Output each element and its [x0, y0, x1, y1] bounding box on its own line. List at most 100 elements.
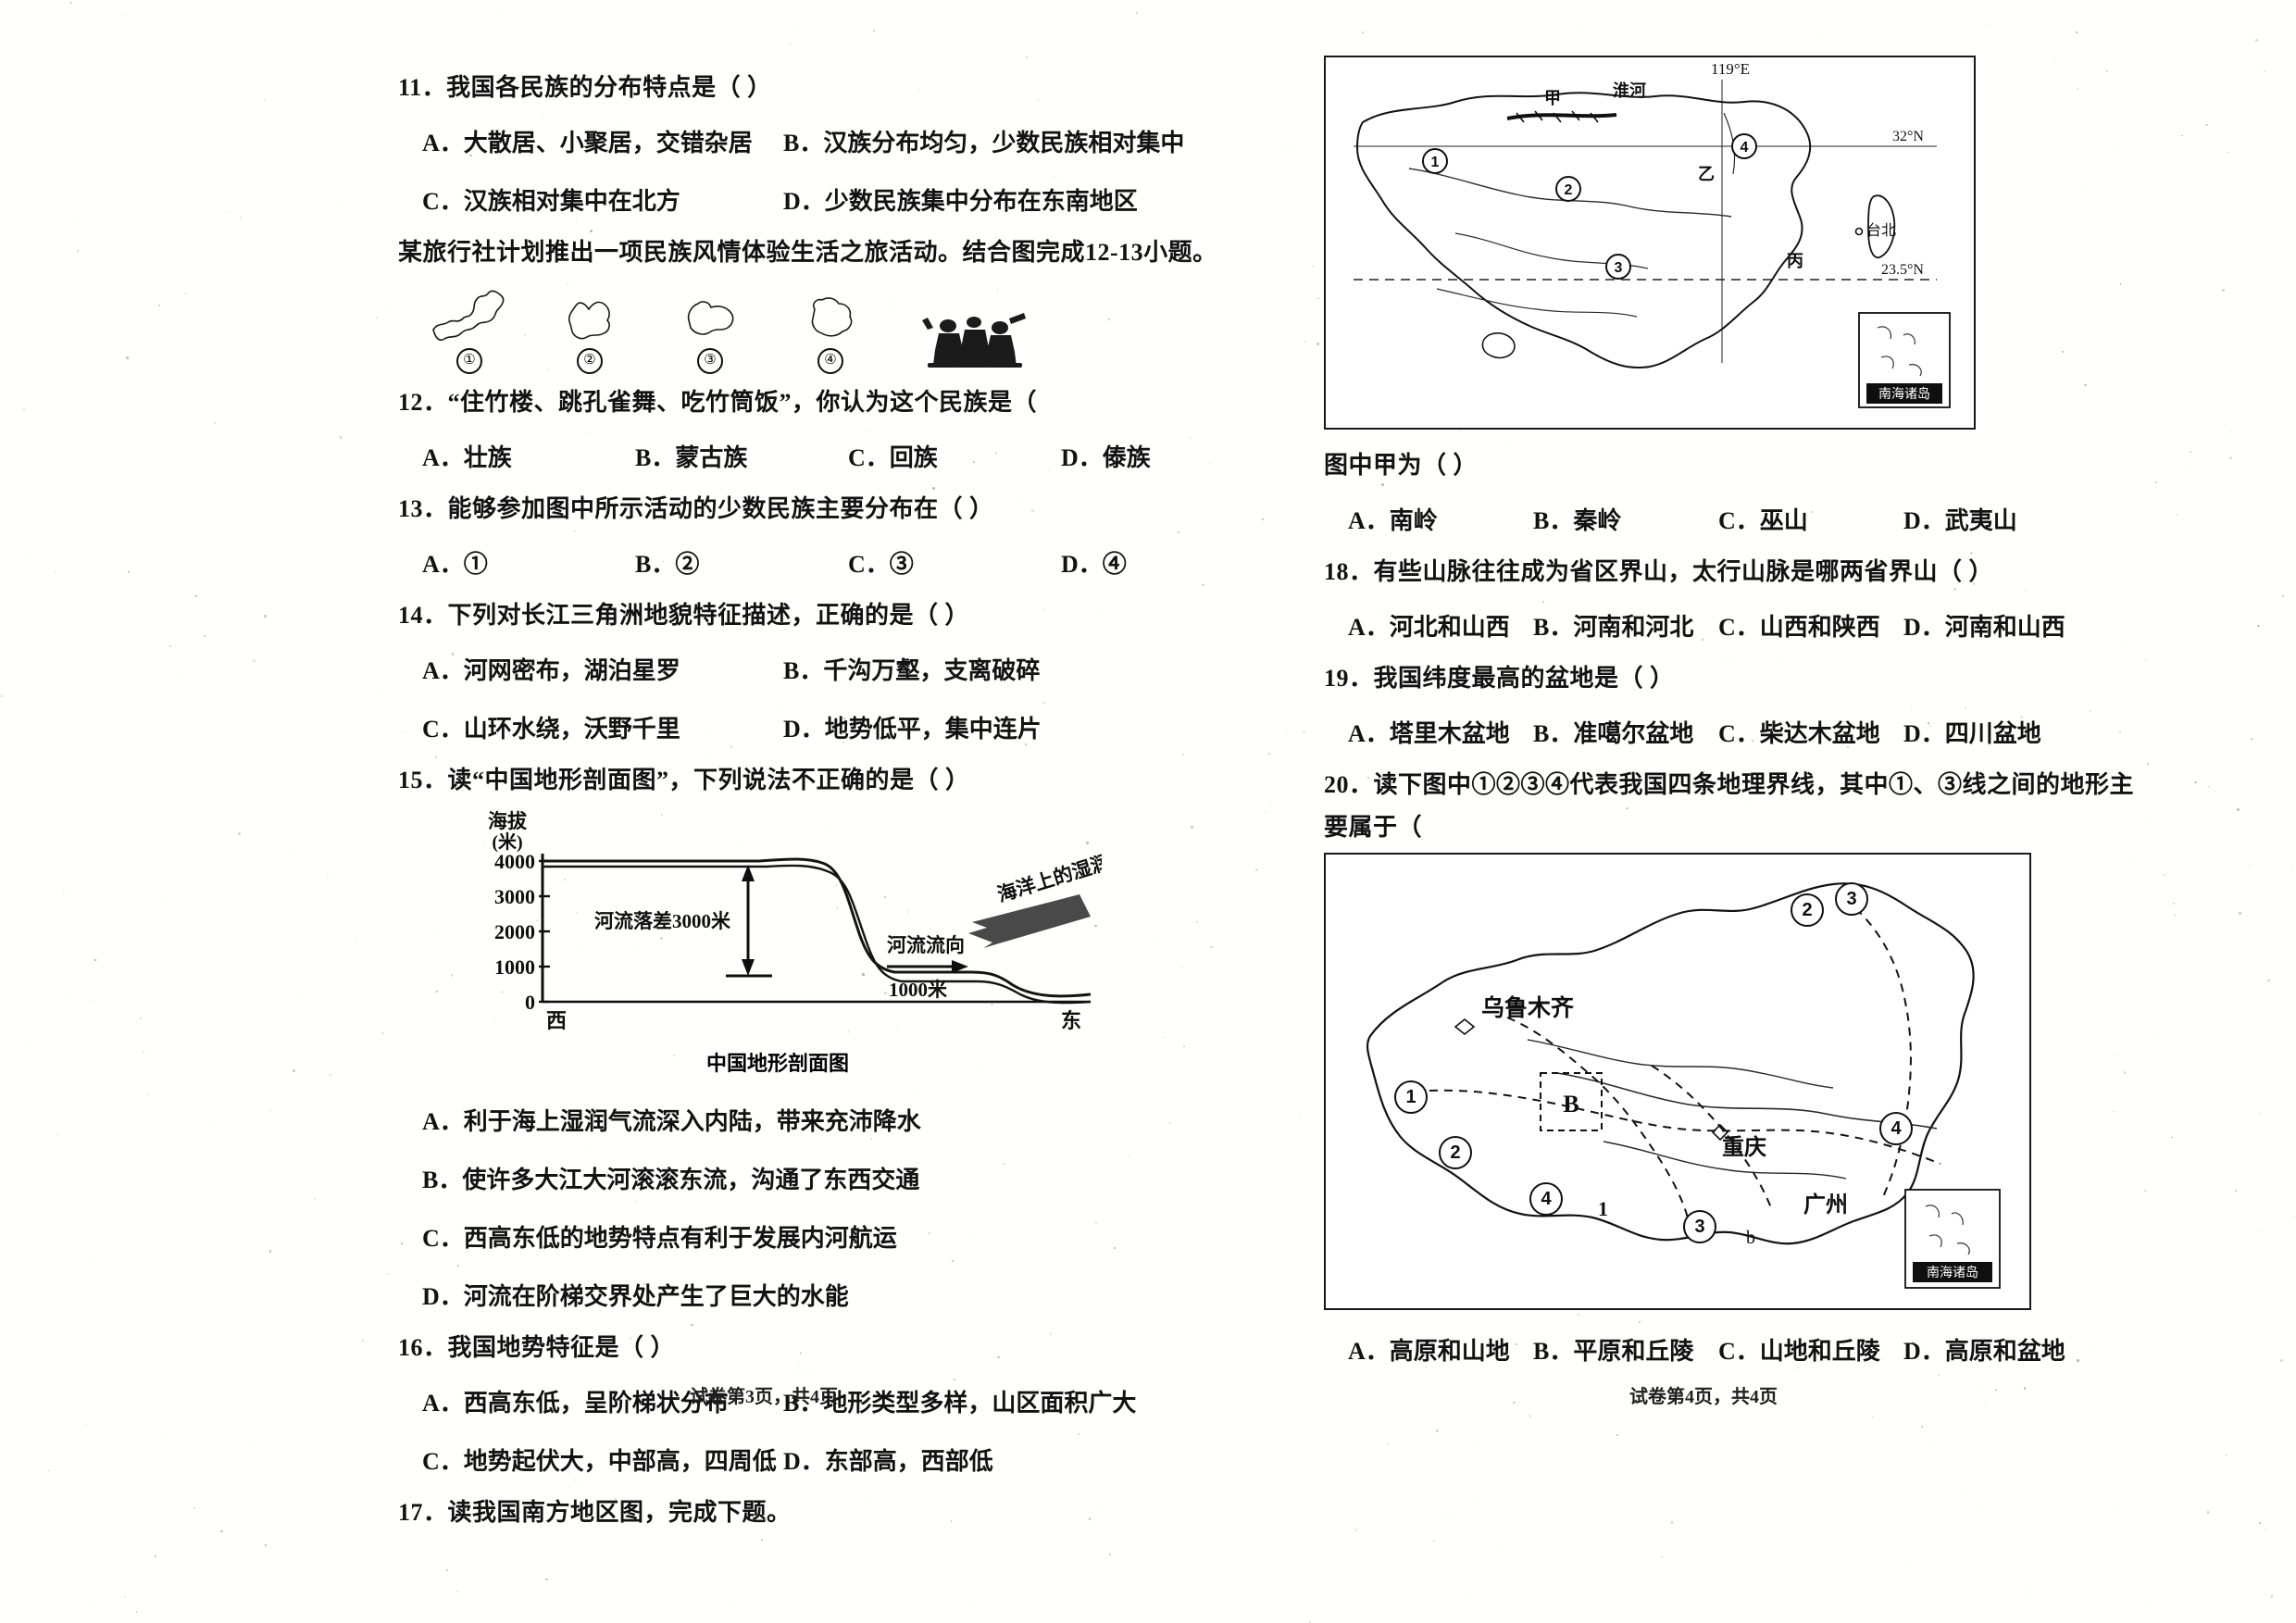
q16-option-b[interactable]: B．地形类型多样，山区面积广大: [783, 1390, 1137, 1417]
map-circle-marker: [1731, 133, 1757, 159]
map-label-urumqi: 乌鲁木齐: [1481, 994, 1575, 1021]
question-17-stem: 图中甲为（ ）: [1324, 452, 1479, 479]
map-label-guangzhou: 广州: [1803, 1192, 1848, 1217]
chongqing-city-marker: [1711, 1123, 1729, 1142]
left-page-footer: 试卷第3页，共4页: [690, 1387, 838, 1407]
q15-option-c[interactable]: C．西高东低的地势特点有利于发展内河航运: [422, 1225, 897, 1252]
question-14-options-row1: A．河网密布，湖泊星罗 B．千沟万壑，支离破碎: [398, 652, 1250, 686]
q17-option-a[interactable]: A．南岭: [1348, 507, 1438, 534]
boundary-line-1: [1506, 1017, 1690, 1222]
question-16-options-row1: A．西高东低，呈阶梯状分布 B．地形类型多样，山区面积广大: [398, 1384, 1250, 1418]
map-circled-numbers: 1234: [1422, 133, 1757, 280]
question-17-lead: 17．读我国南方地区图，完成下题。: [398, 1499, 792, 1526]
chart-y-tick-label: 1000: [494, 955, 535, 979]
q16-option-d[interactable]: D．东部高，西部低: [783, 1448, 993, 1475]
figure-label-1: ①: [456, 348, 482, 374]
q12-option-b[interactable]: B．蒙古族: [635, 444, 748, 471]
map-circle-marker: [1683, 1210, 1716, 1243]
map-circle-number: 2: [1565, 182, 1573, 198]
chart-y-axis-unit: (米): [492, 831, 522, 853]
region-shape-4: ④: [791, 294, 870, 374]
figure-ethnic-regions: ① ② ③ ④: [398, 278, 1250, 380]
urumqi-city-marker: [1454, 1017, 1476, 1036]
question-12-stem: 12．“住竹楼、跳孔雀舞、吃竹筒饭”，你认为这个民族是（: [398, 389, 1038, 416]
q17-option-c[interactable]: C．巫山: [1718, 507, 1808, 534]
map-plain-number-1: 1: [1598, 1197, 1608, 1220]
q20-option-a[interactable]: A．高原和山地: [1348, 1338, 1510, 1365]
q13-option-a[interactable]: A．①: [422, 551, 488, 578]
elevation-drop-arrow-head-up: [742, 865, 755, 881]
q14-option-c[interactable]: C．山环水绕，沃野千里: [422, 716, 680, 743]
boundary-line-4: [1651, 1065, 1773, 1211]
map-circle-marker: [1835, 882, 1868, 916]
ocean-air-arrow: [968, 894, 1091, 948]
q18-option-d[interactable]: D．河南和山西: [1903, 614, 2065, 641]
q11-option-c[interactable]: C．汉族相对集中在北方: [422, 188, 680, 215]
question-17-options: A．南岭 B．秦岭 C．巫山 D．武夷山: [1324, 502, 2185, 536]
map-label-b-lower: b: [1746, 1228, 1755, 1248]
chart-x-label-east: 东: [1061, 1009, 1081, 1032]
q12-option-a[interactable]: A．壮族: [422, 444, 512, 471]
q19-option-a[interactable]: A．塔里木盆地: [1348, 720, 1510, 747]
q11-option-d[interactable]: D．少数民族集中分布在东南地区: [783, 188, 1138, 215]
lead-text-12-13: 某旅行社计划推出一项民族风情体验生活之旅活动。结合图完成12-13小题。: [398, 239, 1217, 266]
q16-option-c[interactable]: C．地势起伏大，中部高，四周低: [422, 1448, 777, 1475]
q18-option-c[interactable]: C．山西和陕西: [1718, 614, 1880, 641]
figure-label-2: ②: [577, 348, 603, 374]
left-column: 11．我国各民族的分布特点是（ ） A．大散居、小聚居，交错杂居 B．汉族分布均…: [398, 76, 1250, 1549]
taipei-city-dot: [1854, 227, 1864, 236]
map-box-b: [1540, 1072, 1603, 1131]
q17-option-b[interactable]: B．秦岭: [1533, 507, 1622, 534]
map-circle-marker: [1555, 176, 1581, 202]
boundary-line-3: [1843, 898, 1912, 1202]
q15-option-b[interactable]: B．使许多大江大河滚滚东流，沟通了东西交通: [422, 1167, 920, 1193]
map-circle-number: 4: [1541, 1189, 1552, 1209]
q11-option-b[interactable]: B．汉族分布均匀，少数民族相对集中: [783, 130, 1185, 156]
q19-option-b[interactable]: B．准噶尔盆地: [1533, 720, 1694, 747]
map-circle-marker: [1394, 1080, 1428, 1114]
region-outline-icon: [568, 301, 610, 340]
q18-option-a[interactable]: A．河北和山西: [1348, 614, 1510, 641]
q20-option-b[interactable]: B．平原和丘陵: [1533, 1338, 1694, 1365]
region-shape-2: ②: [550, 296, 630, 374]
q20-option-d[interactable]: D．高原和盆地: [1903, 1338, 2065, 1365]
q12-option-d[interactable]: D．傣族: [1061, 444, 1151, 471]
dancers-figure: [911, 309, 1041, 374]
q15-option-a[interactable]: A．利于海上湿润气流深入内陆，带来充沛降水: [422, 1108, 921, 1135]
map-label-B: B: [1563, 1091, 1578, 1117]
map-circle-marker: [1439, 1136, 1472, 1169]
annotation-river-drop: 河流落差3000米: [594, 910, 731, 932]
q15-option-d[interactable]: D．河流在阶梯交界处产生了巨大的水能: [422, 1283, 849, 1310]
ethnic-dancers-icon: [922, 313, 1026, 368]
region-shape-1: ①: [430, 287, 509, 374]
southern-china-map-svg: 119°E 32°N 23.5°N 甲 淮河: [1354, 60, 1951, 408]
question-15-stem: 15．读“中国地形剖面图”，下列说法不正确的是（ ）: [398, 767, 970, 793]
q19-option-c[interactable]: C．柴达木盆地: [1718, 720, 1880, 747]
q13-option-b[interactable]: B．②: [635, 551, 700, 578]
q12-option-c[interactable]: C．回族: [848, 444, 938, 471]
q19-option-d[interactable]: D．四川盆地: [1903, 720, 2041, 747]
annotation-1000m: 1000米: [889, 979, 948, 1001]
q11-option-a[interactable]: A．大散居、小聚居，交错杂居: [422, 130, 753, 156]
q20-option-c[interactable]: C．山地和丘陵: [1718, 1338, 1880, 1365]
q13-option-d[interactable]: D．④: [1061, 551, 1127, 578]
q13-option-c[interactable]: C．③: [848, 551, 914, 578]
q18-option-b[interactable]: B．河南和河北: [1533, 614, 1694, 641]
q14-option-b[interactable]: B．千沟万壑，支离破碎: [783, 657, 1041, 684]
latitude-label-235n: 23.5°N: [1881, 262, 1924, 278]
question-20-options: A．高原和山地 B．平原和丘陵 C．山地和丘陵 D．高原和盆地: [1324, 1332, 2185, 1367]
map-southern-china: 119°E 32°N 23.5°N 甲 淮河: [1324, 56, 1976, 430]
map-label-yi: 乙: [1698, 165, 1715, 183]
chart-y-tick-label: 4000: [494, 850, 535, 873]
right-column: 119°E 32°N 23.5°N 甲 淮河: [1324, 56, 2185, 1391]
question-15-option-d-row: D．河流在阶梯交界处产生了巨大的水能: [398, 1278, 1250, 1312]
river-flow-arrow-head: [952, 960, 968, 973]
q14-option-a[interactable]: A．河网密布，湖泊星罗: [422, 657, 680, 684]
q14-option-d[interactable]: D．地势低平，集中连片: [783, 716, 1042, 743]
q17-option-d[interactable]: D．武夷山: [1903, 507, 2017, 534]
map-circle-number: 2: [1802, 900, 1812, 920]
q16-option-a[interactable]: A．西高东低，呈阶梯状分布: [422, 1390, 729, 1417]
